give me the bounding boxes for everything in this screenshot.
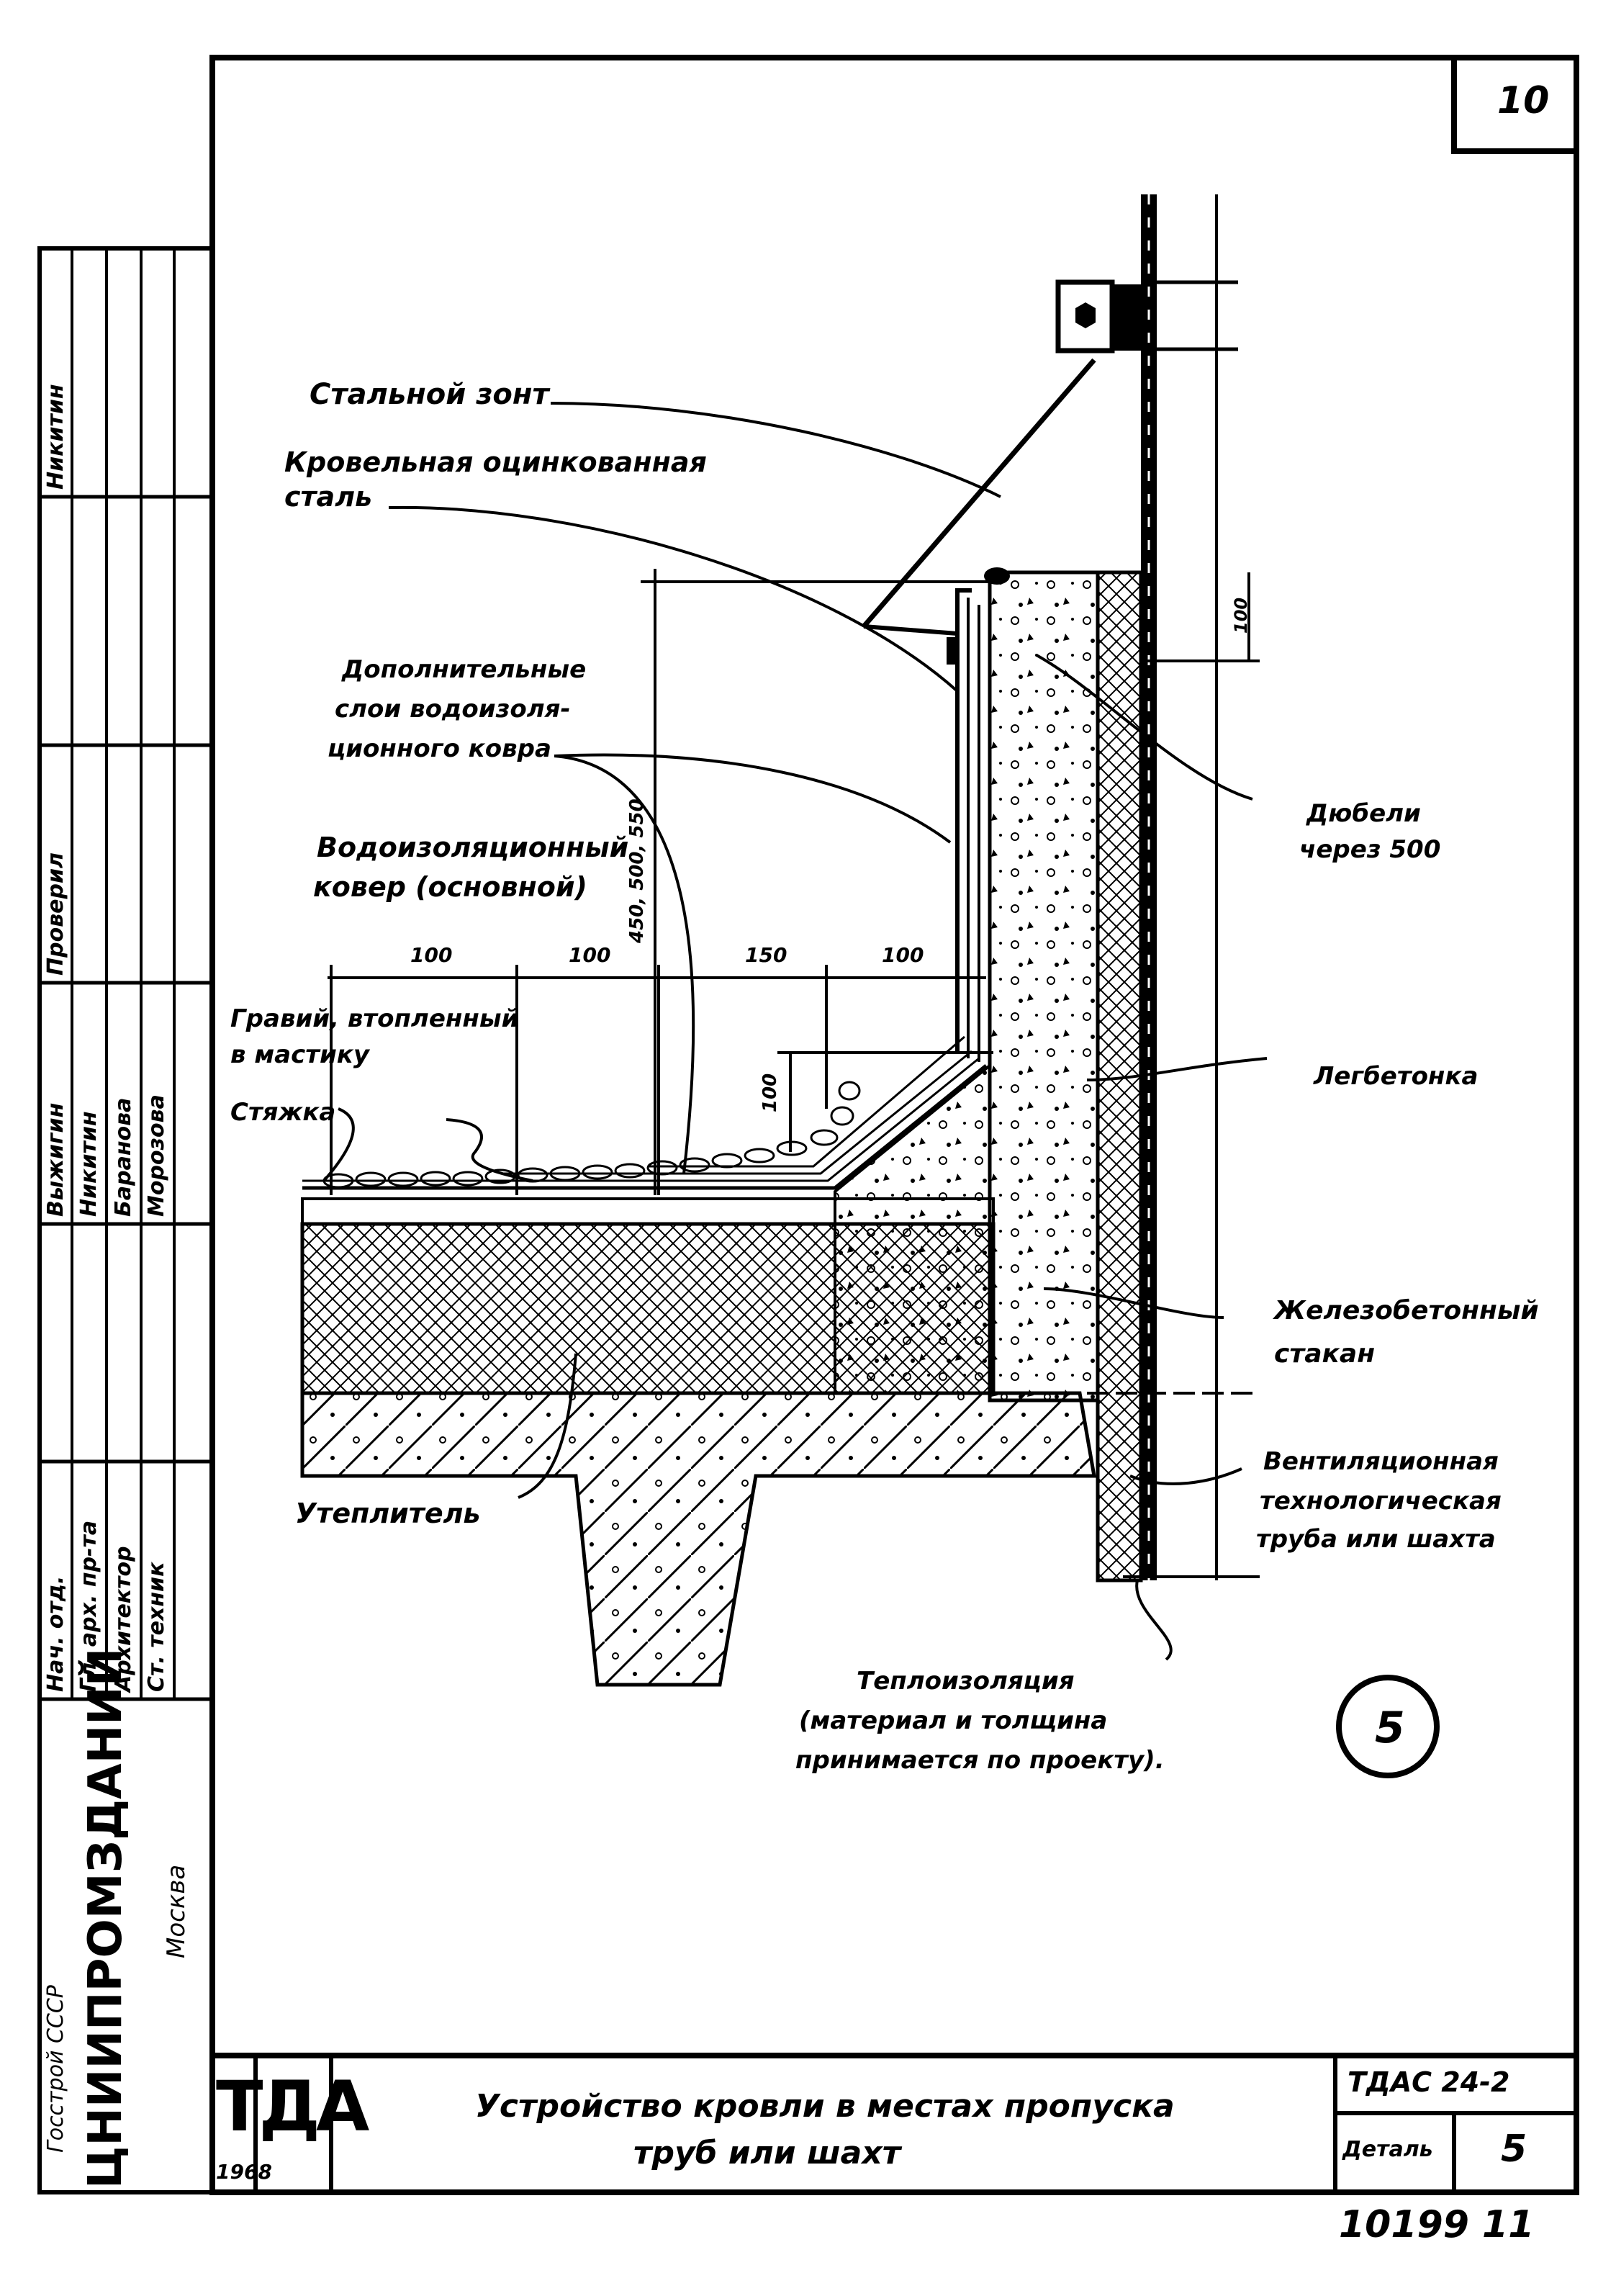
sig-name-1: Никитин [76,1111,101,1217]
callout-vent-pipe-line2: технологическая [1260,1487,1502,1516]
sig-name-2: Баранова [111,1097,136,1217]
callout-lightweight-concrete: Легбетонка [1314,1062,1479,1091]
carpet-layer-1 [302,1064,988,1190]
callout-main-carpet-line1: Водоизоляционный [317,832,629,863]
series-code: ТДАС 24-2 [1348,2066,1510,2098]
callout-rc-sleeve-line2: стакан [1274,1339,1376,1369]
dim-label-top-offset: 100 [1231,597,1251,634]
callout-dowels-line1: Дюбели [1306,799,1421,828]
callout-gravel-line1: Гравий, втопленный [230,1004,519,1033]
rc-slab-rib [300,1391,1096,1687]
checked-name: Никитин [43,384,68,490]
drawing-title-line2: труб или шахт [633,2135,901,2171]
dim-label-vertical-100: 100 [759,1073,781,1112]
carpet-layer-2 [302,1057,980,1182]
org-institute: ЦНИИПРОМЗДАНИЙ [79,1647,132,2189]
sig-name-0: Выжигин [43,1102,68,1217]
callout-thermal-line2: (материал и толщина [799,1706,1108,1735]
callout-galvanized-steel-line2: сталь [284,481,373,513]
callout-dowels-line2: через 500 [1299,835,1441,864]
sig-role-1: Гл. арх. пр-та [76,1520,101,1692]
title-block-year: 1968 [216,2160,272,2184]
callout-insulation: Утеплитель [295,1498,481,1529]
callout-extra-layers-line1: Дополнительные [342,655,587,684]
sig-role-2: Архитектор [111,1546,136,1692]
dim-label-h1: 100 [410,943,453,967]
dimension-lines [328,194,1260,1580]
org-ministry: Госстрой СССР [43,1985,68,2153]
callout-vent-pipe-line3: труба или шахта [1256,1525,1496,1554]
detail-label: Деталь [1342,2137,1433,2162]
callout-main-carpet-line2: ковер (основной) [313,871,587,903]
checked-label: Проверил [43,852,68,976]
org-city: Москва [162,1864,191,1958]
title-block-logo: ТДА [216,2066,369,2147]
roof-layers [300,1035,1096,1687]
sig-role-3: Ст. техник [144,1562,169,1692]
rc-sleeve-wall [988,570,1100,1403]
callout-thermal-line3: принимается по проекту). [795,1746,1165,1775]
callout-gravel-line2: в мастику [230,1040,370,1069]
callout-steel-umbrella: Стальной зонт [310,378,549,411]
detail-marker [1336,1675,1440,1778]
concrete-haunch [834,1062,991,1395]
bolt-icon [1075,302,1096,328]
carpet-layer-4 [648,1035,965,1168]
callout-screed: Стяжка [230,1098,336,1127]
dim-label-h4: 100 [882,943,924,967]
carpet-layer-3 [504,1050,972,1175]
callout-galvanized-steel-line1: Кровельная оцинкованная [284,446,707,478]
dim-label-h3: 150 [745,943,787,967]
callout-rc-sleeve-line1: Железобетонный [1274,1296,1539,1325]
leader-lines [322,402,1268,1661]
sig-role-0: Нач. отд. [43,1575,68,1692]
drawing-title-line1: Устройство кровли в местах пропуска [475,2088,1175,2125]
callout-vent-pipe-line1: Вентиляционная [1263,1447,1499,1476]
archive-stamp: 10199 11 [1339,2203,1535,2246]
dim-label-h2: 100 [569,943,611,967]
callout-extra-layers-line2: слои водоизоля- [335,695,571,724]
callout-extra-layers-line3: ционного ковра [328,734,551,763]
sheet-page-number: 10 [1497,79,1550,122]
dowel [947,637,960,665]
detail-marker-number: 5 [1375,1703,1405,1753]
callout-thermal-line1: Теплоизоляция [857,1667,1075,1696]
dim-label-vertical-upturn: 450, 500, 550 [626,798,648,943]
detail-number: 5 [1501,2128,1527,2171]
sig-name-3: Морозова [144,1094,169,1217]
side-stamp-frame [37,246,215,2194]
